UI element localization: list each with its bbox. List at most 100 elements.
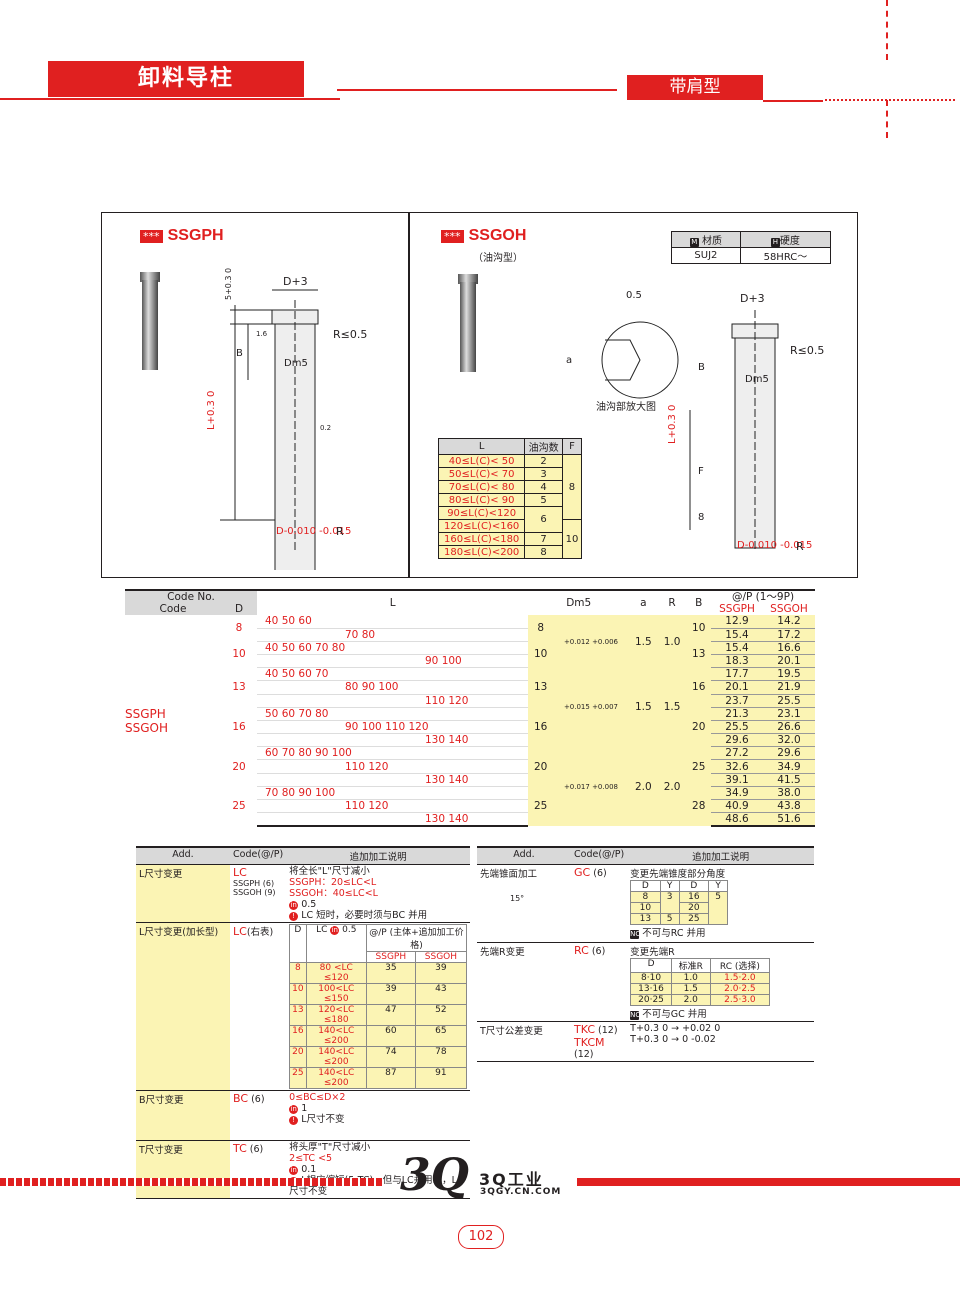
th-ssgph: SSGPH bbox=[711, 603, 763, 616]
model-note: （油沟型） bbox=[473, 253, 523, 264]
cell-d: 25 bbox=[232, 800, 246, 813]
pin-photo-head bbox=[140, 272, 160, 282]
footer-url: 3QGY.CN.COM bbox=[480, 1187, 562, 1197]
cell-d: 10 bbox=[232, 648, 246, 661]
cell-r: 1.0 bbox=[657, 615, 687, 668]
dim-d-tol-r: D-0.010 -0.015 bbox=[737, 540, 813, 551]
dim-l: L+0.3 0 bbox=[206, 390, 217, 430]
cell-price: 25.5 bbox=[711, 720, 763, 735]
panel-divider bbox=[408, 212, 410, 578]
cell-price: 41.5 bbox=[763, 773, 815, 787]
cell-a: 1.5 bbox=[628, 615, 658, 668]
th-price: @/P (1～9P) bbox=[711, 588, 815, 604]
cell-l: 50 60 70 80 bbox=[257, 707, 529, 721]
cell-price: 21.3 bbox=[711, 707, 763, 721]
add-h-desc: 追加加工说明 bbox=[286, 847, 470, 865]
cell-dm: 8 bbox=[528, 615, 553, 642]
cell-price: 21.9 bbox=[763, 680, 815, 695]
cell-b: 13 bbox=[686, 641, 711, 668]
page-title: 卸料导柱 bbox=[48, 61, 304, 97]
cell-price: 20.1 bbox=[763, 654, 815, 669]
cell-price: 32.0 bbox=[763, 733, 815, 748]
cell-d: 8 bbox=[235, 622, 243, 635]
th-b: B bbox=[686, 588, 711, 616]
f-value-10: 10 bbox=[561, 519, 583, 559]
ssgph-drawing bbox=[140, 272, 319, 570]
add-lc-desc: 将全长"L"尺寸减小 SSGPH：20≤LC<L SSGOH：40≤LC<L i… bbox=[286, 864, 470, 923]
add-gc-code-cell: GC (6) bbox=[571, 864, 628, 943]
dim-r-r: R bbox=[796, 540, 804, 553]
cell-l: 80 90 100 bbox=[257, 680, 529, 695]
cell-price: 29.6 bbox=[711, 733, 763, 748]
cell-l: 130 140 bbox=[257, 773, 529, 787]
add-r-h-desc: 追加加工说明 bbox=[627, 847, 814, 865]
cell-tol: +0.017 +0.008 bbox=[552, 746, 629, 827]
cell-dm: 16 bbox=[528, 707, 553, 747]
cell-a: 1.5 bbox=[628, 667, 658, 747]
th-code: Code bbox=[159, 603, 187, 616]
cell-price: 34.9 bbox=[711, 786, 763, 801]
cell-price: 51.6 bbox=[763, 812, 815, 828]
cell-price: 23.7 bbox=[711, 694, 763, 708]
cell-l: 40 50 60 70 bbox=[257, 667, 529, 682]
cell-l: 70 80 bbox=[257, 628, 529, 642]
footer-rule-left bbox=[0, 1178, 383, 1186]
dim-b: B bbox=[236, 348, 243, 359]
main-table: Code No. L Dm5 a R B @/P (1～9P) Code D S… bbox=[125, 588, 815, 828]
cell-price: 38.0 bbox=[763, 786, 815, 801]
dim-d-tol: D-0.010 -0.015 bbox=[276, 526, 352, 537]
cell-l: 110 120 bbox=[257, 759, 529, 774]
dim-r-head: R≤0.5 bbox=[333, 328, 368, 341]
cell-price: 48.6 bbox=[711, 812, 763, 828]
add-r-h-add: Add. bbox=[477, 847, 571, 865]
cell-l: 40 50 60 70 80 bbox=[257, 641, 529, 655]
detail-a: a bbox=[566, 355, 573, 366]
cell-dm: 25 bbox=[528, 786, 553, 827]
footer-rule-right bbox=[577, 1178, 960, 1186]
cell-dm: 10 bbox=[528, 641, 553, 668]
f-value-8: 8 bbox=[561, 454, 583, 520]
cell-l: 90 100 110 120 bbox=[257, 720, 529, 735]
dim-dm-r: Dm5 bbox=[745, 374, 769, 385]
cell-l: 70 80 90 100 bbox=[257, 786, 529, 801]
cell-l: 110 120 bbox=[257, 799, 529, 814]
dim-head: D+3 bbox=[283, 275, 308, 288]
cell-price: 18.3 bbox=[711, 654, 763, 669]
cell-l: 130 140 bbox=[257, 733, 529, 748]
cell-price: 19.5 bbox=[763, 667, 815, 682]
dim-dm: Dm5 bbox=[284, 358, 308, 369]
corner-mark bbox=[886, 0, 891, 60]
th-l: L bbox=[257, 588, 529, 616]
dim-b-r: B bbox=[698, 362, 705, 373]
add-lc-code-cell: LC SSGPH (6) SSGOH (9) bbox=[230, 864, 287, 923]
cell-price: 32.6 bbox=[711, 759, 763, 774]
cell-price: 15.4 bbox=[711, 628, 763, 642]
page-subtitle: 带肩型 bbox=[627, 75, 763, 100]
model-ssgph: SSGPH bbox=[167, 227, 224, 244]
add-h-code: Code(@/P) bbox=[230, 847, 287, 865]
cell-price: 17.2 bbox=[763, 628, 815, 642]
header-rule bbox=[337, 89, 617, 91]
cell-price: 12.9 bbox=[711, 615, 763, 629]
ssgoh-drawing bbox=[458, 274, 779, 550]
cell-d: 13 bbox=[232, 681, 246, 694]
cell-price: 29.6 bbox=[763, 746, 815, 761]
material-value: SUJ2 bbox=[671, 247, 741, 264]
cell-l: 110 120 bbox=[257, 694, 529, 708]
